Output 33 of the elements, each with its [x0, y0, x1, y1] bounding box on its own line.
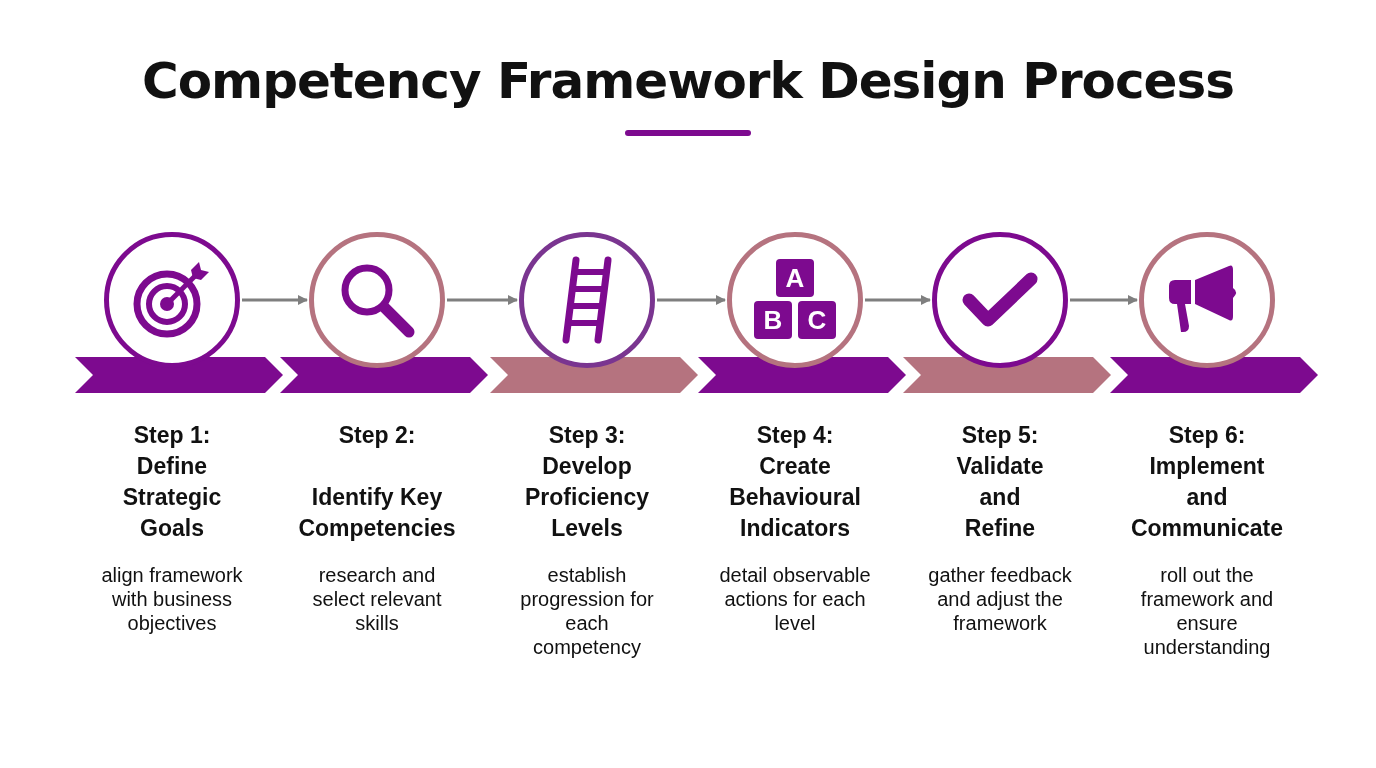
chevron-band — [280, 357, 488, 393]
block-letter: C — [807, 307, 827, 333]
arrow — [1070, 295, 1138, 305]
step-name: Create Behavioural Indicators — [728, 452, 862, 543]
step-number: Step 1: — [132, 421, 212, 450]
block-letter: B — [763, 307, 783, 333]
arrow — [865, 295, 931, 305]
chevron-band — [903, 357, 1111, 393]
arrow — [657, 295, 726, 305]
arrow — [447, 295, 518, 305]
chevron-band — [75, 357, 283, 393]
step-description: roll out the framework and ensure understanding — [1139, 563, 1275, 659]
step-number: Step 5: — [960, 421, 1040, 450]
title: Competency Framework Design Process — [141, 52, 1235, 110]
step-description: gather feedback and adjust the framework — [927, 563, 1073, 635]
chevron-band — [1110, 357, 1318, 393]
arrow — [242, 295, 308, 305]
step-number: Step 3: — [547, 421, 627, 450]
step-number: Step 4: — [755, 421, 835, 450]
step-description: detail observable actions for each level — [718, 563, 872, 635]
chevron-band — [490, 357, 698, 393]
step-description: research and select relevant skills — [311, 563, 443, 635]
step-name: Identify Key Competencies — [297, 483, 457, 543]
step-number: Step 2: — [337, 421, 417, 450]
chevron-band — [698, 357, 906, 393]
step-description: align framework with business objectives — [100, 563, 244, 635]
step-name: Implement and Communicate — [1129, 452, 1285, 543]
step-name: Validate and Refine — [955, 452, 1045, 543]
block-letter: A — [785, 265, 805, 291]
step-number: Step 6: — [1167, 421, 1247, 450]
step-name: Develop Proficiency Levels — [524, 452, 650, 543]
step-description: establish progression for each competency — [519, 563, 655, 659]
step-name: Define Strategic Goals — [121, 452, 223, 543]
